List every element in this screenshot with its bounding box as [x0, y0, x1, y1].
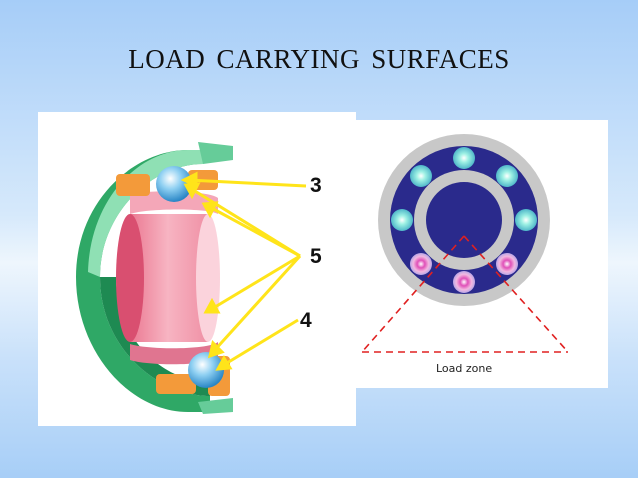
bearing-illustration: 3 5 4	[76, 142, 322, 414]
slide-title: LOAD CARRYING SURFACES	[128, 44, 510, 74]
shaft-bore	[426, 182, 502, 258]
load-zone-caption: Load zone	[436, 362, 492, 375]
inner-ring	[116, 191, 220, 365]
load-zone-illustration: Load zone	[361, 134, 569, 375]
callout-5: 5	[310, 245, 322, 268]
cage-bottom-left	[156, 374, 196, 394]
ball-top	[156, 166, 192, 202]
bearing-cross-section-panel: 3 5 4	[38, 112, 356, 426]
load-zone-outline	[361, 235, 569, 353]
leader-arrows	[180, 171, 307, 371]
load-zone-panel: Load zone	[356, 120, 608, 388]
ball-bottom	[188, 352, 224, 388]
callout-3: 3	[310, 174, 322, 197]
cage-top-left	[116, 174, 150, 196]
callout-4: 4	[300, 309, 312, 332]
rolling-elements	[391, 147, 537, 293]
